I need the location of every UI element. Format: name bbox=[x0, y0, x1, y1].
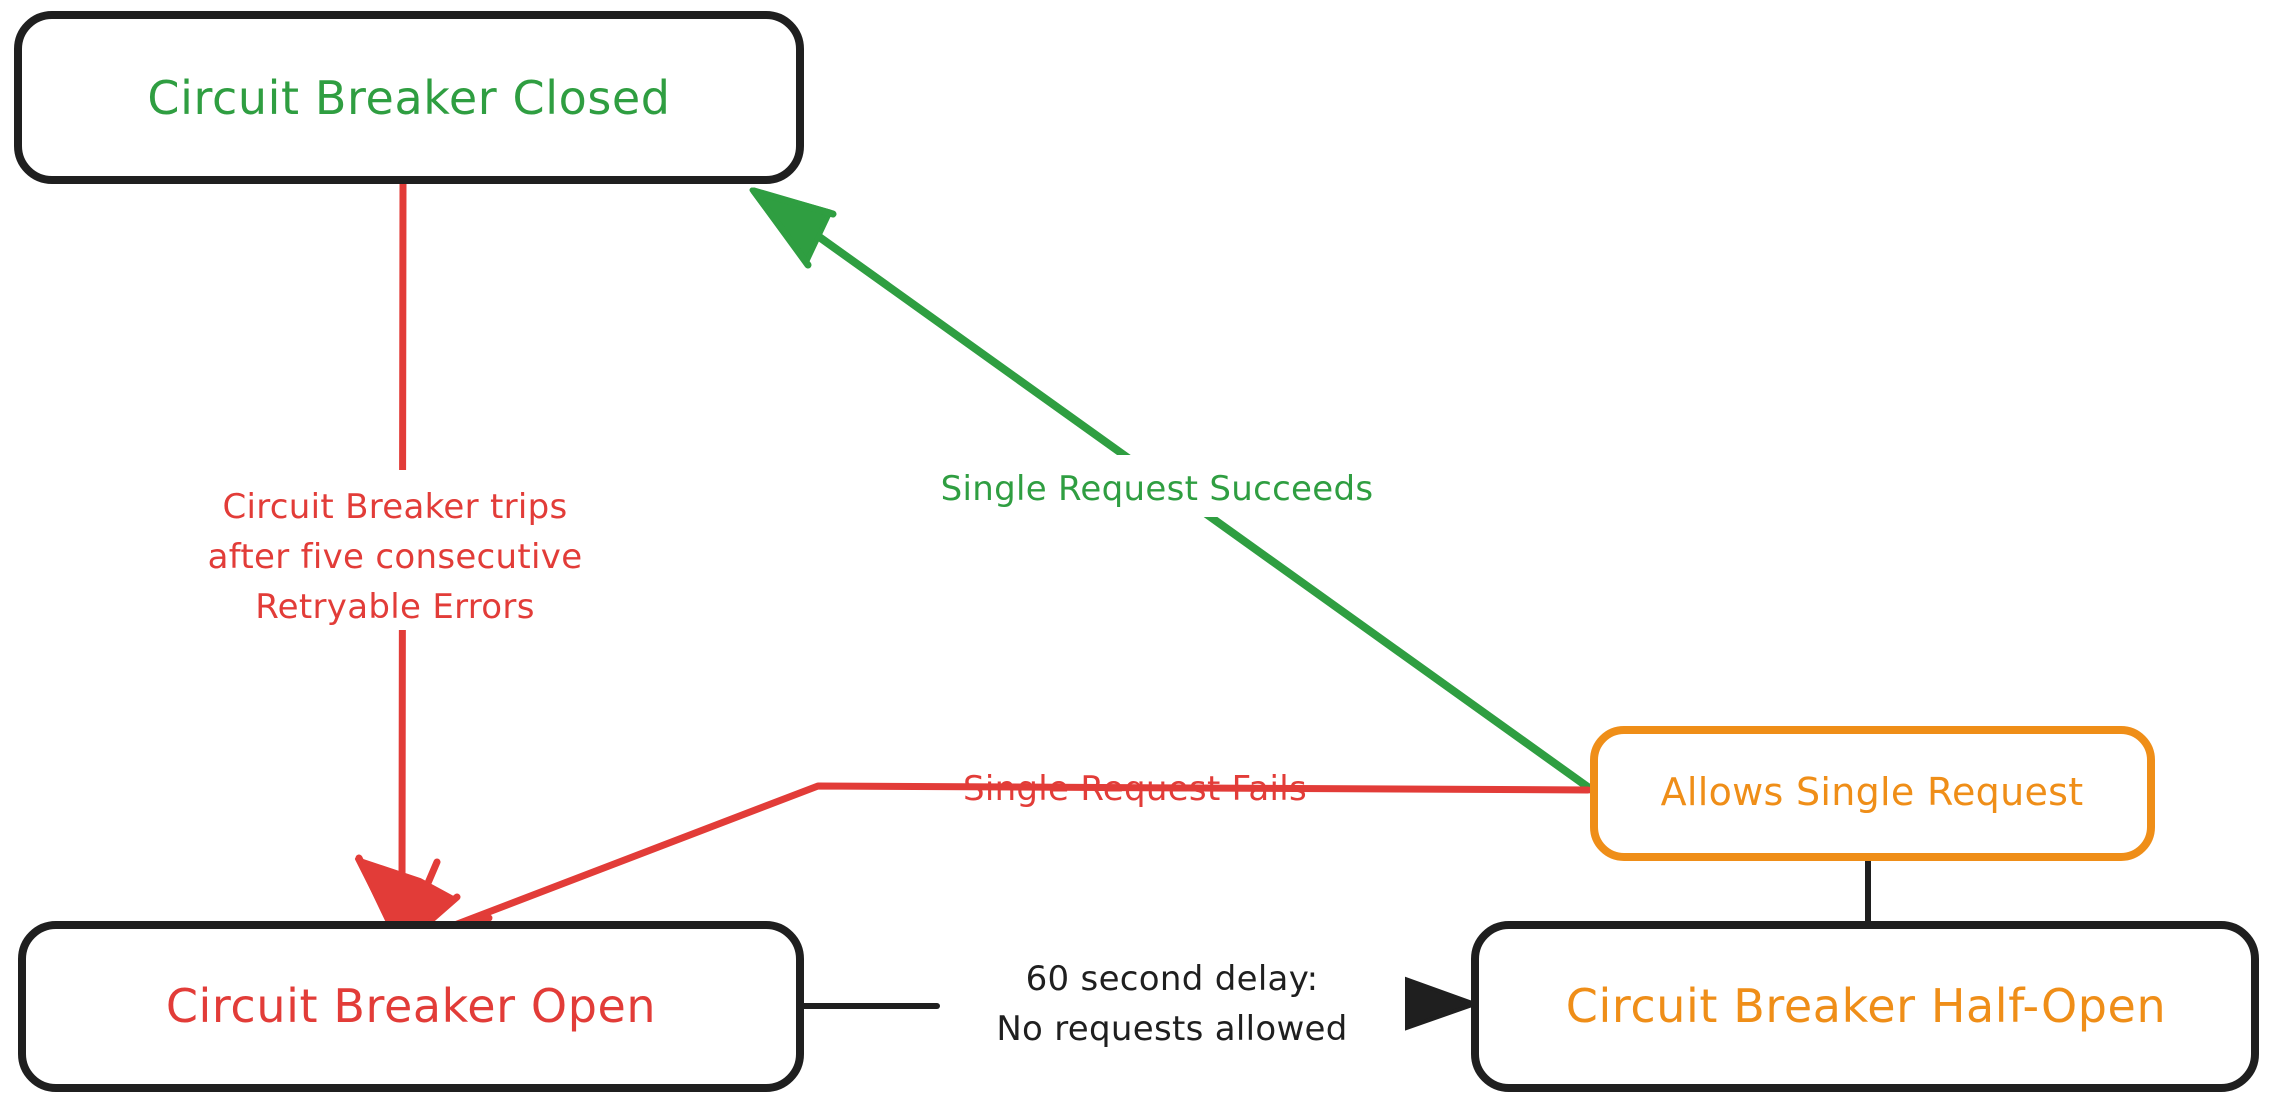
edge-label-open-to-half-open-line1: 60 second delay: bbox=[1026, 959, 1319, 999]
node-open-box bbox=[18, 921, 804, 1092]
edge-open-to-half-open bbox=[797, 975, 1477, 1033]
edge-label-open-to-half-open-line2: No requests allowed bbox=[996, 1009, 1347, 1049]
edge-label-allows-to-open-line1: Single Request Fails bbox=[963, 769, 1307, 809]
edge-label-open-to-half-open: 60 second delay: No requests allowed bbox=[940, 940, 1405, 1070]
node-circuit-breaker-open[interactable]: Circuit Breaker Open bbox=[18, 921, 804, 1092]
node-allows-box bbox=[1590, 726, 2155, 861]
edge-label-allows-to-open: Single Request Fails bbox=[963, 769, 1307, 809]
node-open-label: Circuit Breaker Open bbox=[166, 979, 656, 1033]
edge-label-allows-to-closed-bg bbox=[910, 455, 1400, 517]
edge-label-closed-to-open-bg bbox=[180, 470, 620, 630]
edge-label-closed-to-open-line2: after five consecutive bbox=[208, 537, 583, 577]
edge-label-closed-to-open-line1: Circuit Breaker trips bbox=[222, 487, 567, 527]
edge-label-closed-to-open-line3: Retryable Errors bbox=[255, 587, 534, 627]
edge-label-allows-to-closed: Single Request Succeeds bbox=[910, 455, 1400, 517]
node-allows-single-request[interactable]: Allows Single Request bbox=[1590, 726, 2155, 861]
node-closed-box bbox=[14, 11, 804, 184]
edge-label-allows-to-closed-line1: Single Request Succeeds bbox=[941, 469, 1374, 509]
edge-label-open-to-half-open-bg bbox=[940, 940, 1405, 1070]
node-half-open-box bbox=[1471, 921, 2259, 1092]
node-circuit-breaker-closed[interactable]: Circuit Breaker Closed bbox=[14, 11, 804, 184]
node-allows-label: Allows Single Request bbox=[1661, 770, 2084, 814]
node-circuit-breaker-half-open[interactable]: Circuit Breaker Half-Open bbox=[1471, 921, 2259, 1092]
node-closed-label: Circuit Breaker Closed bbox=[147, 71, 670, 125]
node-half-open-label: Circuit Breaker Half-Open bbox=[1566, 979, 2166, 1033]
edge-label-closed-to-open: Circuit Breaker trips after five consecu… bbox=[180, 470, 620, 630]
